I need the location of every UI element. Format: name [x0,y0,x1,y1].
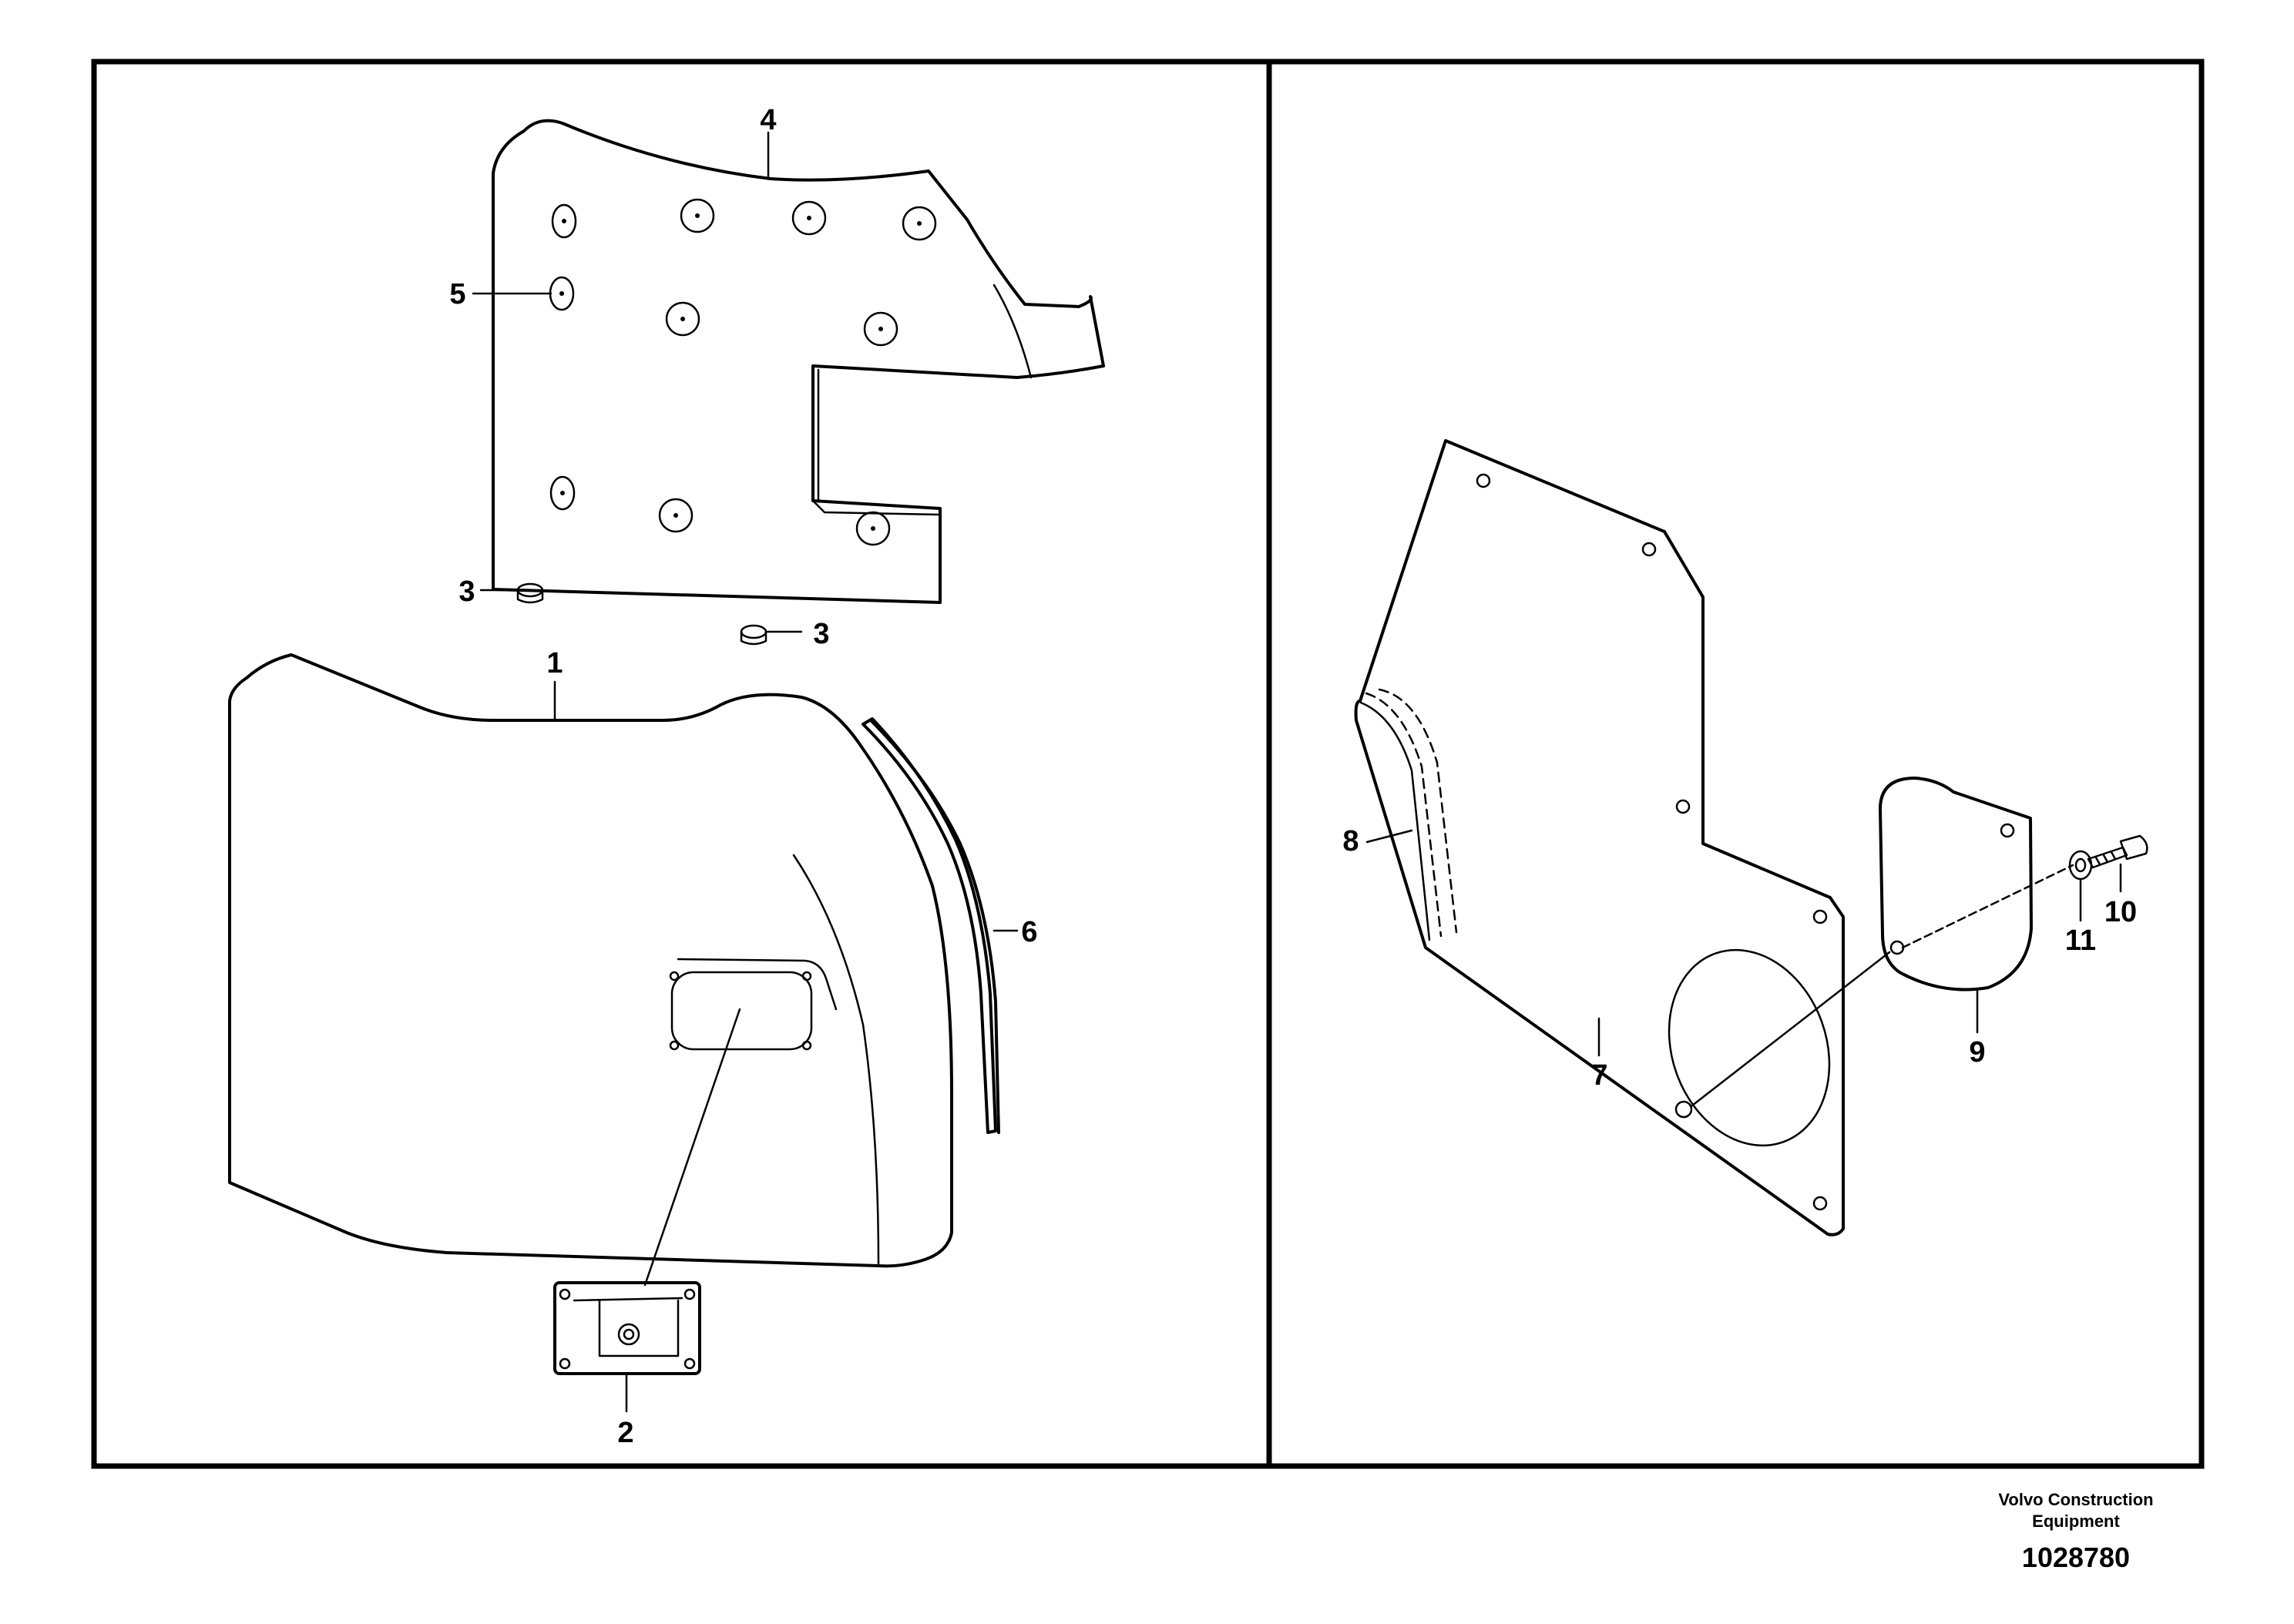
part-4-insulation-panel [492,119,1105,604]
callout-1: 1 [546,647,563,679]
callout-6: 6 [1021,916,1037,948]
part-3-plug-left [516,582,544,604]
callout-11: 11 [2065,924,2096,957]
callout-7: 7 [1591,1059,1607,1092]
callout-2: 2 [617,1417,633,1449]
callout-3-right: 3 [813,618,829,650]
part-10-bolt [2087,834,2148,869]
part-3-plug-right [740,624,767,646]
callout-5: 5 [449,278,465,310]
grommets [549,198,937,546]
footer-brand-line2: Equipment [2032,1512,2120,1531]
part-7-side-plate [1354,439,1845,1236]
left-panel-frame [91,59,1272,1469]
callout-4: 4 [760,104,776,136]
part-8-seal [1359,688,1458,941]
assembly-axis [1901,864,2074,949]
right-leaders [1365,829,2122,1057]
part-9-cover-plate [1879,777,2033,992]
plate-nut-leader [1691,951,1891,1107]
drawing-number: 1028780 [2022,1542,2130,1573]
callout-8: 8 [1342,825,1359,857]
footer-brand-line1: Volvo Construction [1998,1490,2153,1509]
left-leaders [472,131,1019,1413]
callout-9: 9 [1969,1036,1985,1069]
right-panel-frame [1266,59,2205,1469]
part-6-seal-strip [862,717,1000,1134]
part-1-cover [228,653,953,1287]
part-2-latch [553,1281,701,1375]
callout-10: 10 [2104,896,2137,928]
callout-3-left: 3 [458,575,475,608]
